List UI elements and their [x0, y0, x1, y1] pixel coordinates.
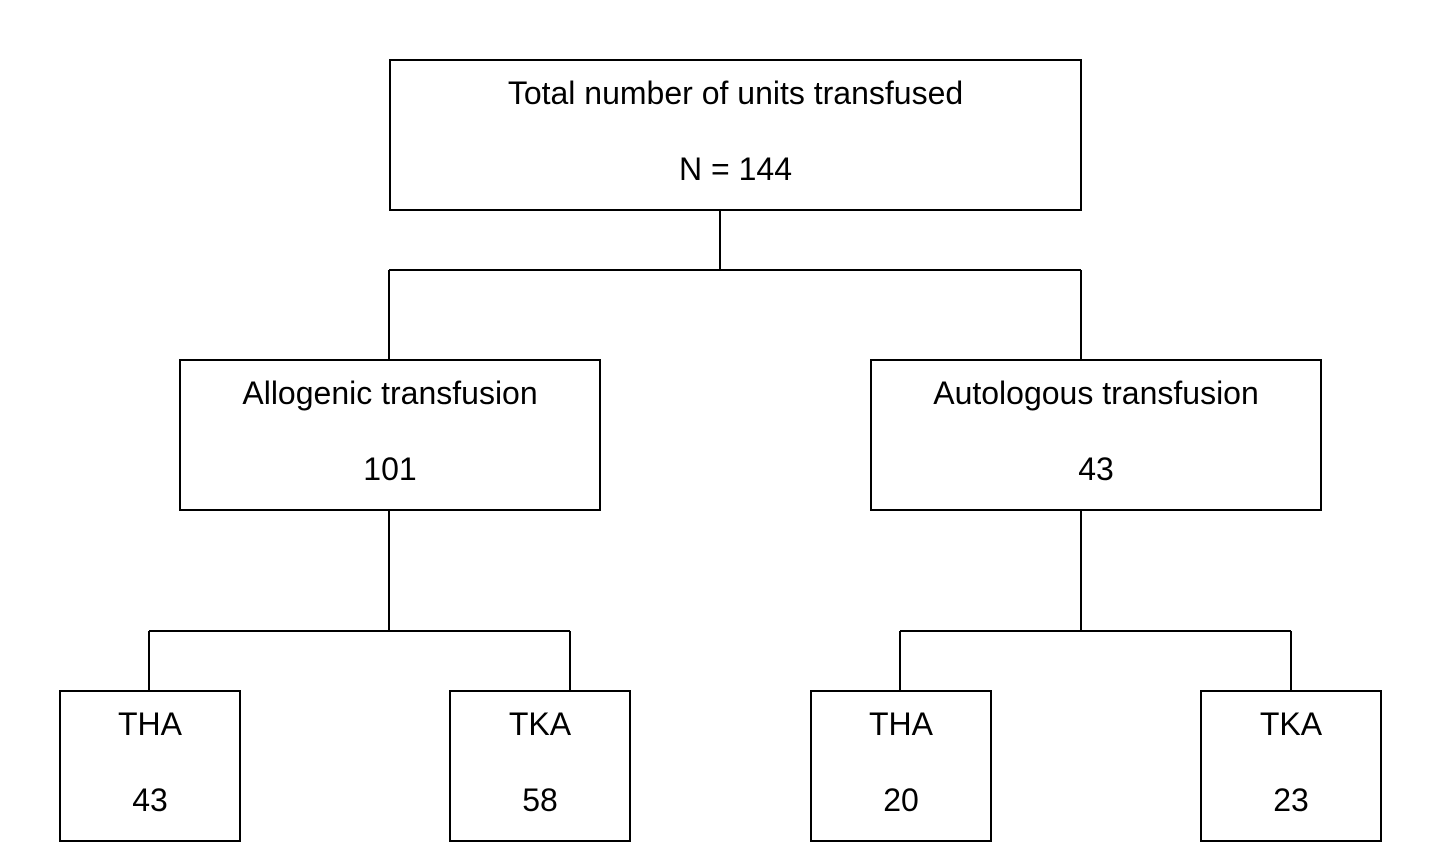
- total-units-box: Total number of units transfused N = 144: [389, 59, 1082, 211]
- autologous-transfusion-box: Autologous transfusion 43: [870, 359, 1322, 511]
- allogenic-tha-title: THA: [118, 706, 182, 742]
- autologous-tha-title: THA: [869, 706, 933, 742]
- allogenic-transfusion-value: 101: [363, 451, 417, 487]
- allogenic-tha-value: 43: [132, 782, 168, 818]
- allogenic-transfusion-box: Allogenic transfusion 101: [179, 359, 601, 511]
- autologous-transfusion-title: Autologous transfusion: [933, 375, 1259, 411]
- total-units-value: N = 144: [679, 151, 792, 187]
- autologous-tka-title: TKA: [1259, 706, 1323, 742]
- autologous-tka-box: TKA 23: [1200, 690, 1382, 842]
- autologous-tka-value: 23: [1273, 782, 1309, 818]
- allogenic-tka-value: 58: [522, 782, 558, 818]
- autologous-transfusion-value: 43: [1078, 451, 1114, 487]
- allogenic-transfusion-title: Allogenic transfusion: [242, 375, 538, 411]
- allogenic-tka-title: TKA: [508, 706, 572, 742]
- allogenic-tka-box: TKA 58: [449, 690, 631, 842]
- allogenic-tha-box: THA 43: [59, 690, 241, 842]
- autologous-tha-value: 20: [883, 782, 919, 818]
- total-units-title: Total number of units transfused: [507, 75, 964, 111]
- autologous-tha-box: THA 20: [810, 690, 992, 842]
